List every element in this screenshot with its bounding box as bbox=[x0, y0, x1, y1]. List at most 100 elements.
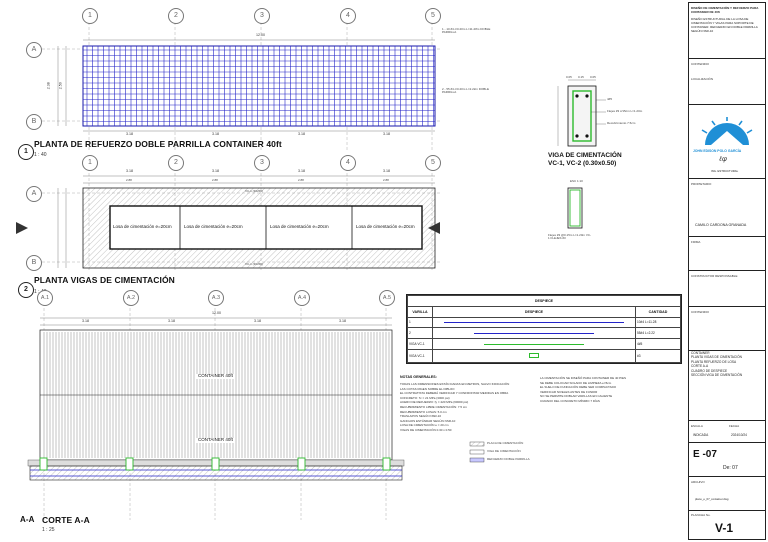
tb-date: 2024/10/24 bbox=[731, 433, 747, 437]
viga-stirrup-2: Flejes #3 @0.15m L=1.20m VC-1 FLEJES #3 bbox=[548, 233, 591, 240]
viga-seccion bbox=[557, 79, 606, 229]
note-line: LA CIMENTACIÓN SE DISEÑÓ PARA CONTAINER … bbox=[540, 376, 627, 380]
viga-esc: ESC 1:10 bbox=[570, 179, 583, 183]
sec-axis-bubble-2: A.2 bbox=[123, 290, 139, 306]
tb-sheet-code: E -07 De: 07 bbox=[689, 443, 765, 477]
plan2-span-2: 3.18 bbox=[212, 169, 219, 173]
axis-bubble-3: 3 bbox=[254, 8, 270, 24]
table-row: VIGA VC-1 4#5 bbox=[407, 338, 681, 350]
tb-sheet: V-1 bbox=[715, 521, 734, 535]
tb-logo-role: ING. ESTRUCTURAL bbox=[711, 169, 739, 173]
plan-refuerzo bbox=[42, 22, 440, 150]
despiece-shape bbox=[432, 348, 636, 364]
tb-location-label: LOCALIZACIÓN bbox=[691, 77, 714, 81]
tb-file: plano_e_07_container.dwg bbox=[695, 497, 729, 501]
title-block: DISEÑO DE CIMENTACIÓN Y REFUERZO PARA CO… bbox=[688, 2, 766, 540]
tb-file: ARCHIVO plano_e_07_container.dwg bbox=[689, 477, 765, 511]
sec-axis-bubble-3: A.3 bbox=[208, 290, 224, 306]
note-line: RECUBRIMIENTO LOSAS: 5.0 cm bbox=[400, 409, 447, 414]
despiece-bar: 1 bbox=[407, 316, 433, 329]
axis2-bubble-1: 1 bbox=[82, 155, 98, 171]
tb-owner: PROPIETARIO CAMILO CARDONA GRANADA bbox=[689, 179, 765, 237]
tb-sheet-code-value: E -07 bbox=[693, 449, 717, 460]
legend-item-3: REFUERZO DOBLE PARRILLA bbox=[487, 457, 530, 461]
note-line: SE DEBE COLOCAR SOLADO DE LIMPIEZA e=5cm bbox=[540, 380, 612, 385]
despiece-header: DESPIECE bbox=[407, 295, 681, 307]
despiece-qty: 10#4 L=11.28 bbox=[635, 316, 681, 329]
viga-stirrup: Flejes #3 c/15cm L=1.20m bbox=[607, 109, 643, 113]
legend-item-1: PLACA DE CIMENTACIÓN bbox=[487, 441, 524, 445]
plan2-span-3: 3.18 bbox=[298, 169, 305, 173]
tb-content-item: CUADRO DE DESPIECE bbox=[691, 368, 728, 373]
tb-owner-label: PROPIETARIO bbox=[691, 182, 712, 186]
tb-content-box bbox=[689, 351, 765, 421]
despiece-bar: VIGA VC-1 bbox=[407, 338, 433, 350]
despiece-col-varilla: VARILLA bbox=[407, 305, 433, 318]
despiece-bar: VIGA VC-1 bbox=[407, 348, 433, 364]
legend-item-2: VIGA DE CIMENTACIÓN bbox=[487, 449, 521, 453]
tb-owner: CAMILO CARDONA GRANADA bbox=[695, 223, 747, 227]
plan1-span-4: 3.18 bbox=[383, 132, 390, 136]
plan2-sub-span-2: 2.88 bbox=[212, 178, 218, 182]
plan2-sub-span-4: 2.88 bbox=[383, 178, 389, 182]
tb-responsible-label: CONSTRUCTOR RESPONSABLE bbox=[691, 274, 738, 278]
note-line: EL SUELO DE FUNDACIÓN DEBE SER COMPACTAD… bbox=[540, 385, 617, 390]
despiece-col-cantidad: CANTIDAD bbox=[635, 305, 681, 318]
tb-section-label: CONTENIDO bbox=[691, 62, 709, 66]
axis2-bubble-5: 5 bbox=[425, 155, 441, 171]
tb-scale: INDICADA bbox=[693, 433, 709, 437]
plan2-slab-label-2: Losa de cimentación e=20cm bbox=[184, 224, 243, 229]
axis-bubble-4: 4 bbox=[340, 8, 356, 24]
plan2-slab-label-1: Losa de cimentación e=20cm bbox=[113, 224, 172, 229]
tb-sheet-of: De: 07 bbox=[723, 465, 738, 471]
plan2-sub-span-1: 2.88 bbox=[126, 178, 132, 182]
tb-project: DISEÑO DE CIMENTACIÓN Y REFUERZO PARA CO… bbox=[689, 3, 765, 59]
tb-logo: JOHN EDISON POLO GARCÍA ℓφ ING. ESTRUCTU… bbox=[689, 105, 765, 179]
sec-axis-bubble-5: A.5 bbox=[379, 290, 395, 306]
notes-heading: NOTAS GENERALES: bbox=[400, 375, 437, 379]
note-line: CURADO DEL CONCRETO MÍNIMO 7 DÍAS bbox=[540, 398, 600, 403]
notes-right: LA CIMENTACIÓN SE DISEÑÓ PARA CONTAINER … bbox=[540, 376, 680, 404]
viga-dim-3: 0.05 bbox=[590, 75, 596, 79]
note-line: LOSA DE CIMENTACIÓN e = 20 cm bbox=[400, 423, 449, 428]
tb-content-item: CONTAINER bbox=[691, 351, 710, 355]
tb-responsible: CONSTRUCTOR RESPONSABLE bbox=[689, 271, 765, 307]
viga-cover: Recubrimiento 7.5cm bbox=[607, 121, 636, 125]
sec-axis-bubble-1: A.1 bbox=[37, 290, 53, 306]
section-span-2: 3.18 bbox=[168, 319, 175, 323]
corte-aa bbox=[27, 298, 405, 520]
viga-dim-2: 0.15 bbox=[578, 75, 584, 79]
plan1-note-top: 1 - 10 #4 c/0.20m L=11.28m DOBLE PARRILL… bbox=[442, 27, 491, 34]
container-label-2: CONTAINER 40ft bbox=[196, 437, 235, 443]
axis2-bubble-2: 2 bbox=[168, 155, 184, 171]
row2-bubble-a: A bbox=[26, 186, 42, 202]
axis2-bubble-4: 4 bbox=[340, 155, 356, 171]
despiece-table: DESPIECE VARILLA DESPIECE CANTIDAD 1 10#… bbox=[406, 294, 682, 364]
note-line: TRASLAPOS SEGÚN NSR-10 bbox=[400, 414, 442, 419]
plan2-title: PLANTA VIGAS DE CIMENTACIÓN bbox=[34, 275, 175, 285]
tb-signature: FIRMA bbox=[689, 237, 765, 271]
table-row: 2 55#4 L=2.22 bbox=[407, 327, 681, 340]
section-scale: 1 : 25 bbox=[42, 527, 55, 533]
plan1-overall-dim: 12.00 bbox=[256, 33, 265, 37]
container-label-1: CONTAINER 40ft bbox=[196, 373, 235, 379]
tb-project-text: DISEÑO ESTRUCTURAL DE LA LOSA DE CIMENTA… bbox=[691, 17, 758, 33]
plan2-span-1: 3.18 bbox=[126, 169, 133, 173]
notes-legend bbox=[469, 441, 485, 463]
note-line: GANCHOS ESTÁNDAR SEGÚN NSR-10 bbox=[400, 418, 456, 423]
sec-axis-bubble-4: A.4 bbox=[294, 290, 310, 306]
note-line: VERIFICAR NIVELES ANTES DE FUNDIR bbox=[540, 389, 598, 394]
section-title: CORTE A-A bbox=[42, 515, 90, 525]
viga-subtitle: VC-1, VC-2 (0.30x0.50) bbox=[548, 160, 617, 167]
tb-contents-label: CONTENIDO bbox=[691, 310, 709, 314]
row-bubble-b: B bbox=[26, 114, 42, 130]
despiece-qty: 55#4 L=2.22 bbox=[635, 327, 681, 340]
tb-sheet-label: PLANCHA No. bbox=[691, 513, 711, 517]
section-tag: A-A bbox=[20, 515, 35, 524]
note-line: TODAS LAS DIMENSIONES ESTÁN DADAS EN MET… bbox=[400, 382, 510, 386]
tb-signature-label: FIRMA bbox=[691, 240, 701, 244]
plan2-slab-label-3: Losa de cimentación e=20cm bbox=[270, 224, 329, 229]
plan1-side-dim-2: 2.50 bbox=[58, 82, 63, 90]
